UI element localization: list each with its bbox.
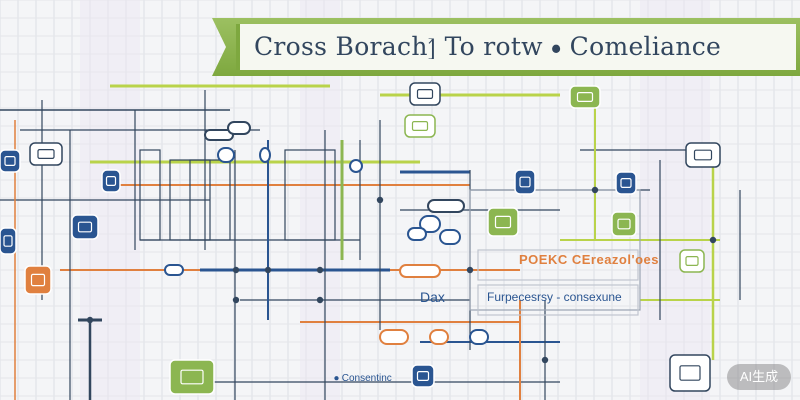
user-icon-tile — [404, 114, 436, 138]
gear-icon-glyph — [685, 256, 699, 267]
chart-icon-glyph — [416, 88, 434, 99]
shield-icon-tile — [615, 171, 637, 195]
policy-panel-label: POEKC CEreazol'oes — [519, 252, 659, 267]
database-icon-glyph — [77, 221, 93, 233]
pipeline-node-icon-tile — [24, 265, 52, 295]
shield-icon — [487, 207, 519, 237]
pipeline-node-icon — [259, 147, 271, 163]
pipeline-node-icon — [24, 265, 52, 295]
chart-icon-tile — [409, 82, 441, 106]
shield-icon-tile — [487, 207, 519, 237]
database-icon — [685, 142, 721, 168]
gear-icon — [679, 249, 705, 273]
folder-icon-tile — [611, 211, 637, 237]
shield-icon-glyph — [620, 178, 632, 189]
document-icon — [0, 227, 17, 255]
lock-icon-glyph — [180, 369, 204, 385]
document-icon-glyph — [3, 235, 13, 247]
shield-icon-glyph — [494, 215, 512, 229]
pipeline-box — [477, 249, 639, 281]
dax-label: Dax — [420, 289, 445, 305]
gear-icon — [669, 354, 711, 392]
gear-icon-tile — [669, 354, 711, 392]
pipeline-node-icon — [429, 329, 449, 345]
database-icon-tile — [71, 214, 99, 240]
gear-icon-tile — [679, 249, 705, 273]
lock-icon-glyph — [416, 371, 430, 382]
checklist-icon — [569, 85, 601, 109]
document-icon — [29, 142, 63, 166]
junction-dot — [466, 266, 474, 274]
user-icon — [404, 114, 436, 138]
junction-dot — [541, 356, 549, 364]
junction-dot — [232, 296, 240, 304]
lock-icon-tile — [169, 359, 215, 395]
pipeline-box — [284, 149, 336, 241]
junction-dot — [232, 266, 240, 274]
chart-icon-glyph — [4, 156, 16, 167]
folder-icon — [611, 211, 637, 237]
database-icon-glyph — [693, 149, 713, 161]
pipeline-node-icon — [349, 159, 363, 173]
junction-dot — [591, 186, 599, 194]
pipeline-node-icon — [469, 329, 489, 345]
database-icon-tile — [685, 142, 721, 168]
pipeline-node-icon — [217, 147, 235, 163]
lock-icon — [411, 364, 435, 388]
pipeline-boxes — [139, 149, 641, 316]
pipeline-node-icon — [227, 121, 251, 135]
pipeline-node-icon — [419, 215, 441, 233]
user-icon-glyph — [411, 120, 429, 131]
checklist-icon-glyph — [576, 91, 594, 102]
chart-icon — [0, 149, 21, 173]
lock-icon — [169, 359, 215, 395]
chart-icon — [409, 82, 441, 106]
gear-icon-glyph — [679, 365, 701, 381]
user-icon-tile — [101, 169, 121, 193]
junction-dot — [264, 266, 272, 274]
pipeline-node-icon — [427, 199, 465, 213]
pipeline-node-icon — [204, 129, 234, 141]
checklist-icon-tile — [514, 169, 536, 195]
checklist-icon — [514, 169, 536, 195]
consent-label: ⦁ Consentinc — [334, 373, 392, 384]
document-icon-glyph — [37, 149, 55, 160]
user-icon-glyph — [105, 176, 117, 187]
junction-dot — [376, 196, 384, 204]
folder-icon-glyph — [617, 218, 631, 230]
document-icon-tile — [29, 142, 63, 166]
page-title: Cross Borach⦐ To rotw ⦁ Comeliance — [254, 32, 722, 61]
pipeline-node-icon — [379, 329, 409, 345]
junction-dot — [316, 296, 324, 304]
pipeline-box — [477, 284, 639, 316]
pipeline-node-icon-glyph — [30, 273, 46, 287]
pipeline-box — [189, 159, 231, 241]
pipeline-node-icon — [164, 264, 184, 276]
ai-generated-badge: AI生成 — [727, 364, 791, 390]
checklist-icon-tile — [569, 85, 601, 109]
shield-icon — [615, 171, 637, 195]
user-icon — [101, 169, 121, 193]
node-icons — [0, 82, 721, 395]
pipeline-box — [469, 189, 641, 311]
pipeline-node-icon — [439, 229, 461, 245]
lock-icon-tile — [411, 364, 435, 388]
checklist-icon-glyph — [519, 176, 531, 188]
chart-icon-tile — [0, 149, 21, 173]
junction-dot — [316, 266, 324, 274]
junction-dot — [709, 236, 717, 244]
document-icon-tile — [0, 227, 17, 255]
title-banner-inner — [236, 24, 796, 70]
pipeline-box — [139, 149, 161, 241]
forward-panel-label: Furpecesrsy - consexune — [487, 290, 622, 304]
database-icon — [71, 214, 99, 240]
pipeline-node-icon — [407, 227, 427, 241]
pipeline-node-icon — [399, 264, 441, 278]
